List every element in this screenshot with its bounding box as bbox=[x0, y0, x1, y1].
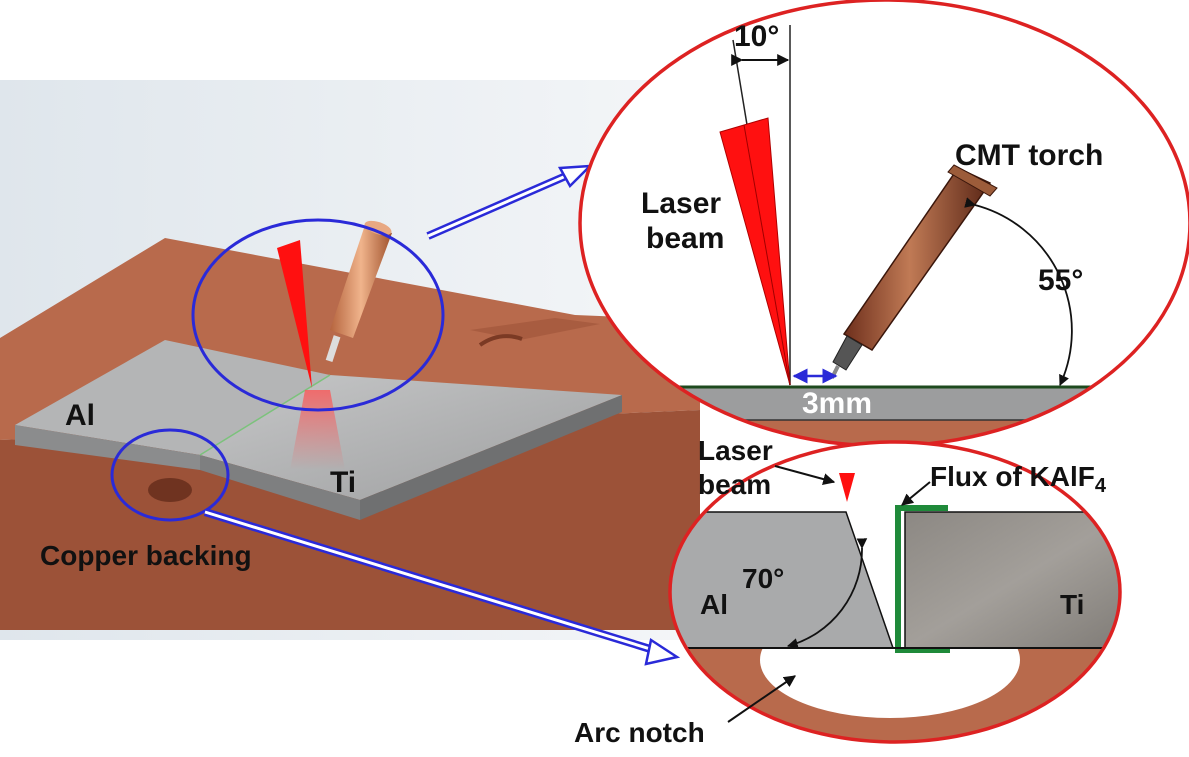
laser-beam-bottom-label-1: Laser bbox=[698, 435, 773, 466]
ti-plate-section bbox=[904, 511, 1120, 649]
flux-layer bbox=[895, 505, 950, 653]
laser-beam-cone-icon bbox=[277, 240, 312, 388]
bottom-detail-border bbox=[668, 440, 1122, 744]
laser-beam-bottom-label-2: beam bbox=[698, 469, 771, 500]
ti-label: Ti bbox=[330, 466, 356, 499]
laser-beam-marker-icon bbox=[839, 473, 855, 502]
arc-notch-label: Arc notch bbox=[574, 717, 705, 748]
al-label: Al bbox=[65, 399, 95, 432]
angle-70-label: 70° bbox=[742, 563, 784, 594]
process-callout-circle bbox=[191, 218, 445, 412]
laser-beam-top-label-2: beam bbox=[646, 222, 724, 255]
cmt-torch-icon bbox=[325, 220, 392, 363]
callout-connectors bbox=[203, 164, 681, 666]
angle-70-arc bbox=[786, 538, 868, 649]
copper-backing-label: Copper backing bbox=[40, 540, 252, 571]
angle-55-label: 55° bbox=[1038, 264, 1083, 297]
al-plate-top bbox=[15, 340, 330, 455]
flux-label: Flux of KAlF4 bbox=[930, 461, 1107, 497]
ti-detail-label: Ti bbox=[1060, 589, 1084, 620]
laser-beam-top-label-1: Laser bbox=[641, 187, 721, 220]
backing-callout-circle bbox=[110, 428, 230, 522]
angle-55-arc bbox=[964, 197, 1073, 386]
al-detail-label: Al bbox=[700, 589, 728, 620]
gap-3mm-label: 3mm bbox=[802, 387, 872, 420]
angle-10-label: 10° bbox=[734, 20, 779, 53]
bottom-detail-view: Laser beam Flux of KAlF4 70° Al Ti Arc n… bbox=[574, 435, 1122, 748]
cmt-torch-detail-icon bbox=[830, 164, 998, 379]
cmt-torch-label: CMT torch bbox=[955, 139, 1103, 172]
